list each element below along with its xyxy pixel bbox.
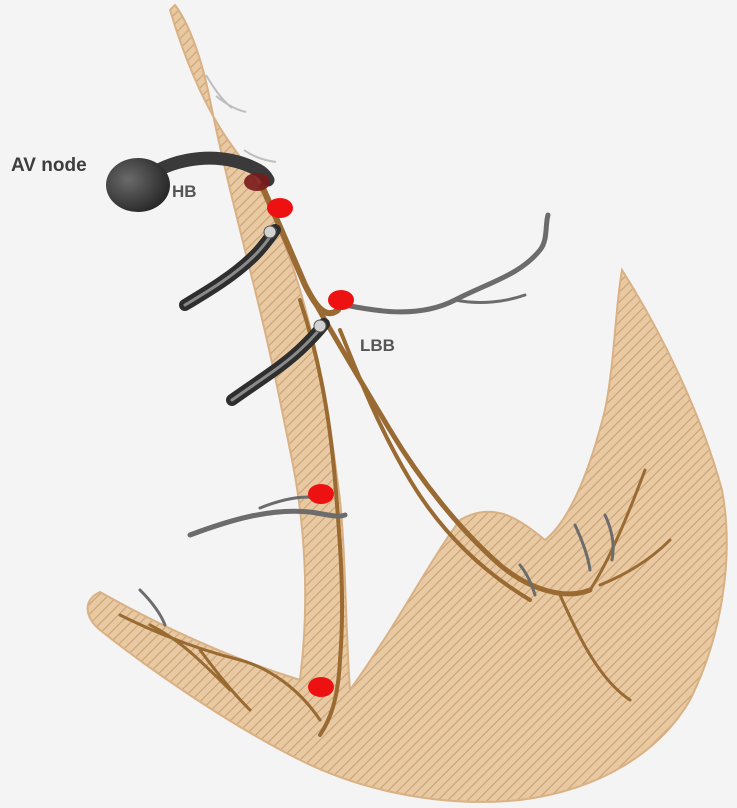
pacing-site-lbb xyxy=(328,290,354,310)
av-node-shape xyxy=(106,158,170,212)
pacing-site-mid-septum xyxy=(308,484,334,504)
lead-upper-tip xyxy=(264,226,276,238)
lead-lower-tip xyxy=(314,320,326,332)
pacing-site-apex xyxy=(308,677,334,697)
nerve-fibers-top xyxy=(206,75,276,162)
left-bundle-branch-label: LBB xyxy=(360,336,395,356)
his-bundle-label: HB xyxy=(172,182,197,202)
pacing-site-his xyxy=(267,198,293,218)
hb-pacing-site xyxy=(244,173,270,191)
av-node-label: AV node xyxy=(11,155,87,177)
